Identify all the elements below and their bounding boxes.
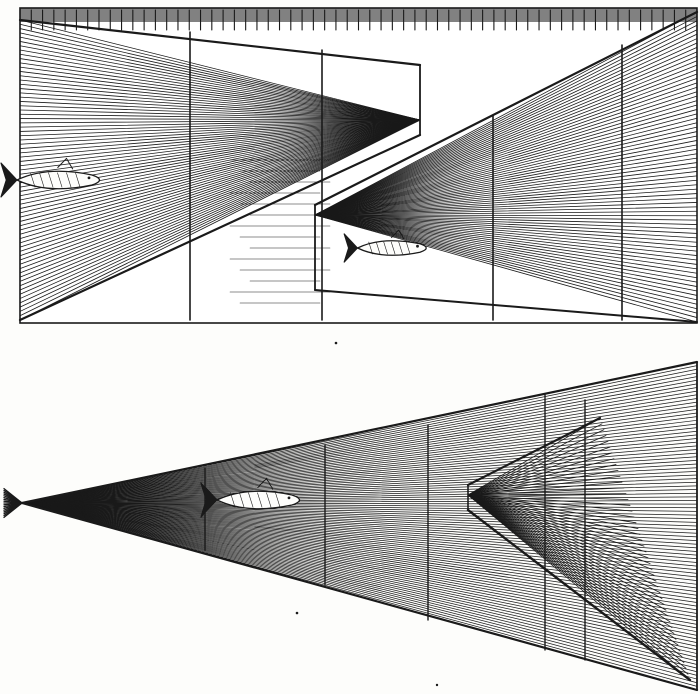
bottom-panel-trap-funnel	[4, 342, 697, 690]
speck-1	[335, 342, 338, 345]
top-surface-shade	[20, 8, 697, 22]
speck-3	[436, 684, 438, 686]
funnel-mouth-tuft	[4, 489, 22, 518]
funnel-outer-hatching	[22, 362, 697, 690]
top-panel-trap-plan	[1, 8, 697, 323]
speck-2	[296, 612, 299, 615]
